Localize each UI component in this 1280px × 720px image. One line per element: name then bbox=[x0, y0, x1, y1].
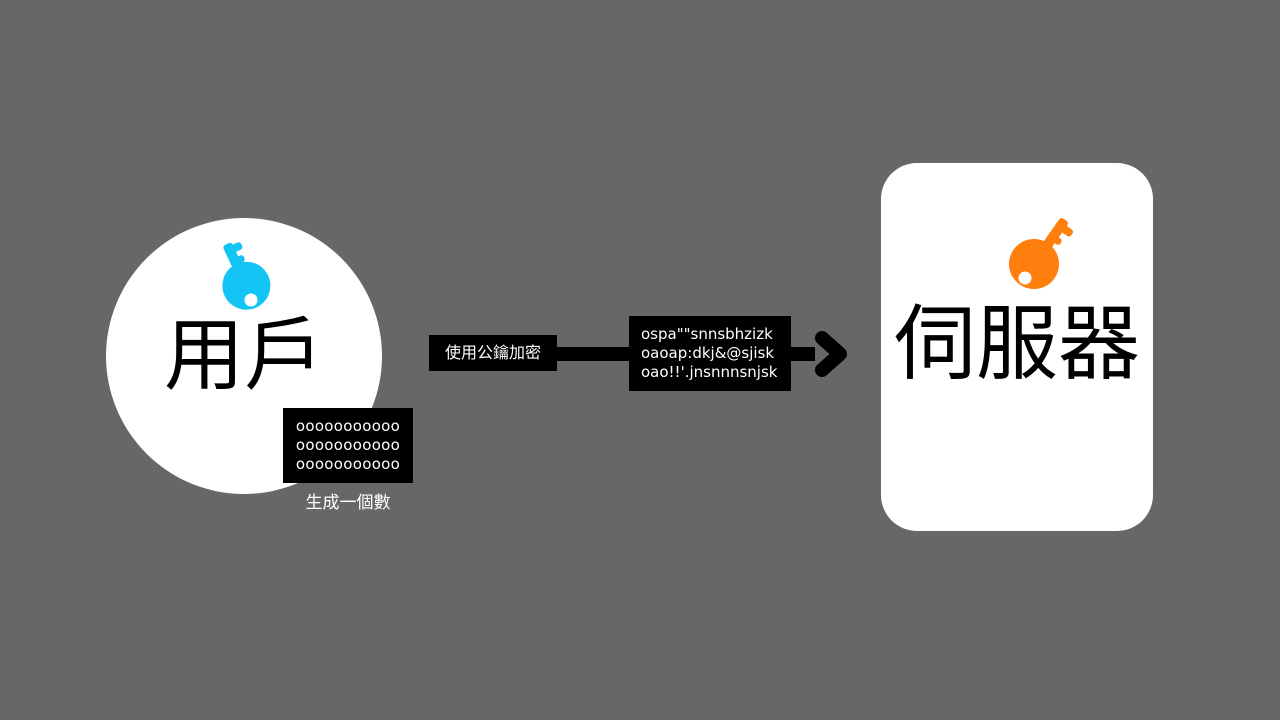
ciphertext-line: oaoap:dkj&@sjisk bbox=[641, 344, 775, 362]
client-key-icon bbox=[222, 242, 271, 310]
ciphertext-line: ospa""snnsbhzizk bbox=[641, 325, 773, 343]
ciphertext-box: ospa""snnsbhzizk oaoap:dkj&@sjisk oao!!'… bbox=[629, 316, 791, 391]
random-number-line: ooooooooooo bbox=[295, 417, 401, 435]
client-label: 用戶 bbox=[164, 309, 324, 402]
random-number-line: ooooooooooo bbox=[295, 436, 401, 454]
random-number-caption: 生成一個數 bbox=[305, 493, 391, 513]
ciphertext-line: oao!!'.jnsnnnsnjsk bbox=[641, 363, 778, 381]
server-label: 伺服器 bbox=[893, 297, 1140, 392]
random-number-box: ooooooooooo ooooooooooo ooooooooooo bbox=[283, 408, 413, 483]
encrypt-label: 使用公鑰加密 bbox=[429, 335, 557, 371]
random-number-line: ooooooooooo bbox=[295, 455, 401, 473]
server-node bbox=[881, 163, 1153, 531]
server-key-icon bbox=[1009, 218, 1073, 289]
